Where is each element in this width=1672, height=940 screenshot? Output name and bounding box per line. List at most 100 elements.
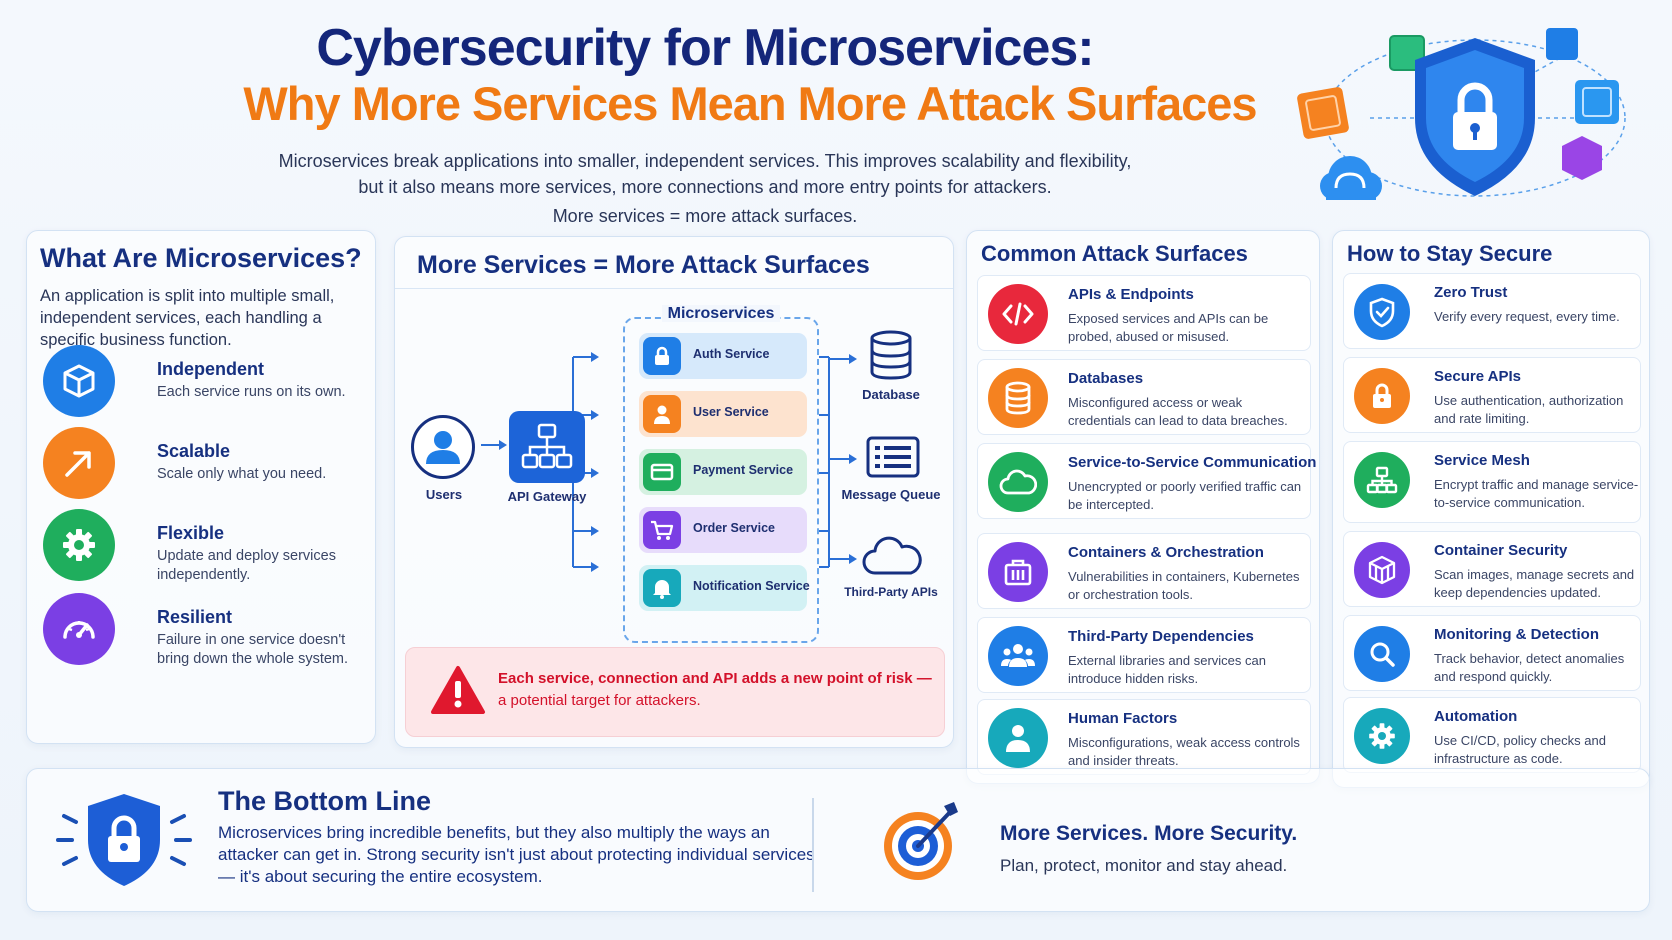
bottom-line-title: The Bottom Line (218, 786, 431, 816)
users-icon (988, 626, 1048, 686)
third-party-apis-label: Third-Party APIs (844, 585, 938, 599)
message-queue-label: Message Queue (841, 487, 941, 502)
card-title: What Are Microservices? (40, 243, 362, 273)
surface-desc: Misconfigurations, weak access controls … (1068, 735, 1300, 768)
shield-lock-icon (56, 794, 192, 886)
warning-triangle-icon (430, 664, 486, 721)
feature-flexible: Flexible Update and deploy services inde… (43, 509, 373, 589)
secure-title: Service Mesh (1434, 452, 1530, 469)
feature-title: Flexible (157, 523, 225, 543)
secure-service-mesh: Service Mesh Encrypt traffic and manage … (1343, 441, 1641, 523)
secure-desc: Track behavior, detect anomalies and res… (1434, 651, 1625, 684)
surface-databases: Databases Misconfigured access or weak c… (977, 359, 1311, 435)
surface-desc: Vulnerabilities in containers, Kubernete… (1068, 569, 1300, 602)
card-title: How to Stay Secure (1347, 241, 1553, 266)
shield-icon (1415, 38, 1535, 196)
intro-line-1: Microservices break applications into sm… (278, 151, 1132, 171)
secure-title: Automation (1434, 708, 1518, 725)
surface-title: Human Factors (1068, 710, 1178, 727)
page-title: Cybersecurity for Microservices: (316, 19, 1094, 77)
card-title-bar (395, 237, 953, 289)
risk-warning-box: Each service, connection and API adds a … (405, 647, 945, 737)
feature-desc: Each service runs on its own. (157, 384, 346, 400)
users-icon (411, 415, 475, 479)
gear-icon (1354, 708, 1410, 764)
feature-desc: Update and deploy services independently… (157, 548, 336, 583)
bell-icon (643, 569, 681, 607)
service-label: User Service (693, 405, 769, 419)
lock-icon (1354, 368, 1410, 424)
surface-title: Containers & Orchestration (1068, 544, 1264, 561)
intro-line-2: but it also means more services, more co… (358, 177, 1052, 197)
auth-service: Auth Service (639, 333, 807, 379)
service-label: Payment Service (693, 463, 794, 477)
secure-title: Monitoring & Detection (1434, 626, 1599, 643)
api-gateway-label: API Gateway (507, 489, 587, 504)
intro-line-3: More services = more attack surfaces. (552, 206, 858, 226)
secure-desc: Use authentication, authorization and ra… (1434, 393, 1624, 426)
page-subtitle: Why More Services Mean More Attack Surfa… (243, 77, 1257, 130)
secure-desc: Encrypt traffic and manage service-to-se… (1434, 477, 1639, 510)
network-icon (1354, 452, 1410, 508)
how-to-stay-secure-card: How to Stay Secure Zero Trust Verify eve… (1332, 230, 1650, 788)
bottom-line-text: Microservices bring incredible benefits,… (218, 823, 815, 886)
hero-shield-illustration (1297, 28, 1626, 200)
feature-desc: Scale only what you need. (157, 466, 327, 482)
order-service: Order Service (639, 507, 807, 553)
surface-title: Service-to-Service Communication (1068, 454, 1317, 471)
risk-line-1: Each service, connection and API adds a … (498, 670, 932, 687)
surface-service-communication: Service-to-Service Communication Unencry… (977, 443, 1316, 519)
box-icon (1354, 542, 1410, 598)
card-title: More Services = More Attack Surfaces (417, 251, 870, 279)
surface-third-party: Third-Party Dependencies External librar… (977, 617, 1311, 693)
feature-title: Independent (157, 359, 264, 379)
surface-title: APIs & Endpoints (1068, 286, 1194, 303)
users-label: Users (425, 487, 463, 502)
feature-title: Scalable (157, 441, 231, 461)
service-label: Auth Service (693, 347, 770, 361)
cloud-icon (861, 533, 925, 582)
card-icon (643, 453, 681, 491)
surface-desc: Unencrypted or poorly verified traffic c… (1068, 479, 1302, 512)
secure-automation: Automation Use CI/CD, policy checks and … (1343, 697, 1641, 773)
cube-icon (43, 345, 115, 417)
what-are-microservices-card: What Are Microservices? An application i… (26, 230, 376, 744)
feature-independent: Independent Each service runs on its own… (43, 345, 373, 425)
surface-title: Third-Party Dependencies (1068, 628, 1254, 645)
service-label: Notification Service (693, 579, 810, 593)
bottom-line-card (26, 768, 1650, 912)
target-icon (884, 802, 958, 880)
cloud-icon (988, 452, 1048, 512)
api-gateway-icon (509, 411, 585, 483)
feature-title: Resilient (157, 607, 233, 627)
surface-desc: Misconfigured access or weak credentials… (1068, 395, 1288, 428)
user-service: User Service (639, 391, 807, 437)
risk-line-2: a potential target for attackers. (498, 692, 701, 709)
secure-desc: Verify every request, every time. (1434, 309, 1620, 324)
surface-apis-endpoints: APIs & Endpoints Exposed services and AP… (977, 275, 1311, 351)
person-icon (988, 708, 1048, 768)
card-description: An application is split into multiple sm… (40, 287, 335, 349)
slogan-subtitle: Plan, protect, monitor and stay ahead. (1000, 856, 1288, 875)
feature-resilient: Resilient Failure in one service doesn't… (43, 593, 373, 673)
user-icon (643, 395, 681, 433)
common-attack-surfaces-card: Common Attack Surfaces APIs & Endpoints … (966, 230, 1320, 784)
secure-monitoring: Monitoring & Detection Track behavior, d… (1343, 615, 1641, 691)
database-icon (988, 368, 1048, 428)
shield-check-icon (1354, 284, 1410, 340)
feature-scalable: Scalable Scale only what you need. (43, 427, 373, 507)
gear-icon (43, 509, 115, 581)
secure-container-security: Container Security Scan images, manage s… (1343, 531, 1641, 607)
secure-desc: Scan images, manage secrets and keep dep… (1434, 567, 1635, 600)
service-label: Order Service (693, 521, 775, 535)
intro-text: Microservices break applications into sm… (200, 148, 1210, 229)
database-icon (867, 329, 915, 386)
cloud-icon (1320, 156, 1382, 200)
payment-service: Payment Service (639, 449, 807, 495)
divider (812, 798, 814, 892)
secure-title: Container Security (1434, 542, 1568, 559)
microservices-label: Microservices (623, 305, 819, 323)
lock-icon (643, 337, 681, 375)
surface-desc: External libraries and services can intr… (1068, 653, 1266, 686)
cart-icon (643, 511, 681, 549)
